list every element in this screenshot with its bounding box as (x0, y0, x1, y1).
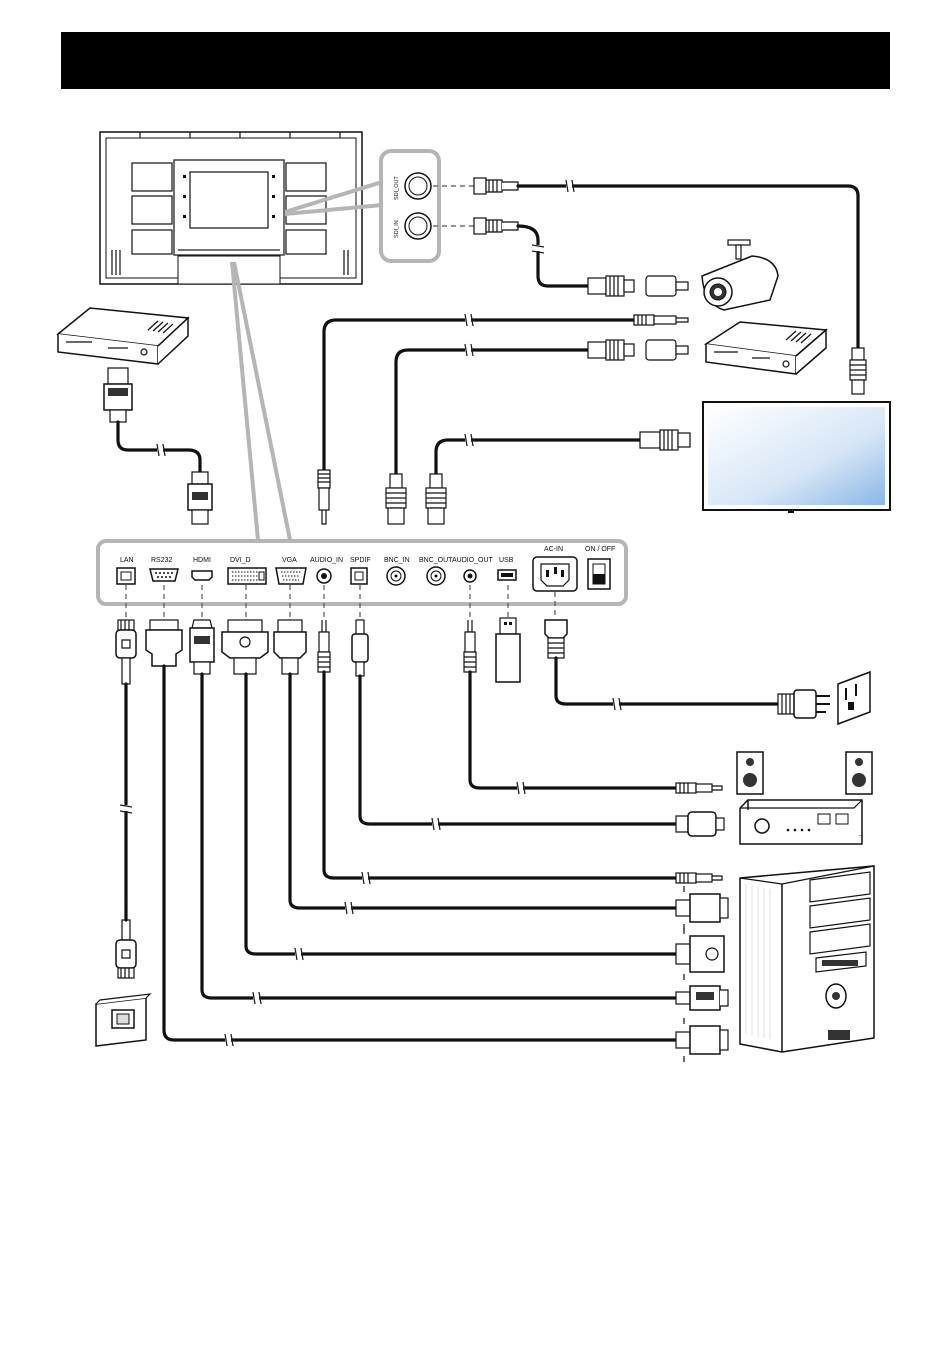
port-label-usb: USB (499, 557, 514, 564)
lan-plug (116, 620, 136, 978)
port-label-spdif: SPDIF (350, 557, 371, 564)
port-label-audio-out: AUDIO_OUT (452, 557, 494, 564)
port-label-dvi: DVI_D (230, 557, 251, 564)
monitor-icon (703, 402, 890, 513)
port-label-lan: LAN (120, 557, 134, 564)
speaker-icon (737, 752, 872, 794)
port-label-bnc-out: BNC_OUT (419, 557, 453, 564)
cable-breaks (120, 180, 621, 1046)
audio-in-top-plug (318, 470, 330, 524)
bnc-out-top-plug (426, 474, 446, 524)
bnc-in-cable (396, 350, 588, 474)
hdmi-pc-cable (190, 620, 676, 998)
port-label-audio-in: AUDIO_IN (310, 557, 343, 564)
ac-power-cable (545, 620, 830, 718)
camera-icon (702, 240, 778, 310)
port-label-power: ON / OFF (585, 546, 615, 553)
usb-stick-icon (496, 618, 520, 682)
port-label-bnc-in: BNC_IN (384, 557, 410, 564)
lan-jack-icon (96, 994, 150, 1046)
dvd-player-icon (58, 308, 188, 364)
dvd-player-right-icon (706, 322, 826, 374)
sdi-in-label: SDI_IN (394, 220, 400, 238)
display-rear-icon (100, 132, 362, 284)
wall-outlet-icon (838, 672, 870, 724)
sdi-panel: SDI_OUT SDI_IN (381, 151, 439, 261)
port-label-rs232: RS232 (151, 557, 173, 564)
sdi-out-label: SDI_OUT (394, 176, 400, 200)
pc-tower-icon (740, 866, 874, 1052)
sdi-in-cable (474, 218, 688, 296)
port-label-vga: VGA (282, 557, 297, 564)
port-label-hdmi: HDMI (193, 557, 211, 564)
rs232-cable (146, 620, 676, 1040)
port-label-ac-in: AC-IN (544, 546, 563, 553)
bnc-in-top-plug (386, 474, 406, 524)
amplifier-icon (740, 800, 862, 844)
